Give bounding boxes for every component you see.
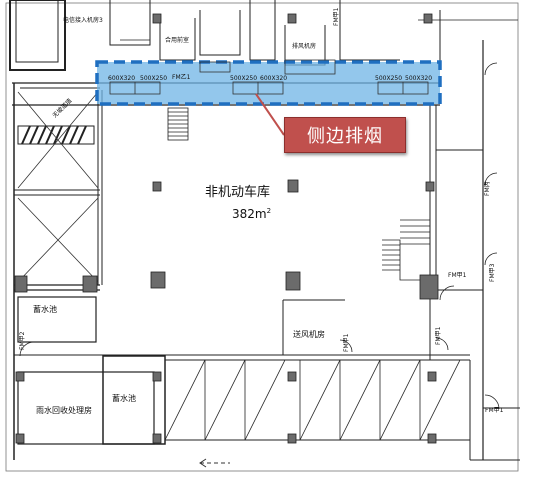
stairs (167, 107, 430, 281)
ramp (17, 91, 99, 283)
supply-fan-room-label: 送风机房 (293, 329, 325, 339)
duct-size-right-2: 500X320 (405, 75, 432, 82)
duct-size-mid-2: 600X320 (260, 75, 287, 82)
cable-room-label: 电信接入机房3 (63, 16, 103, 24)
duct-size-left-2: 500X250 (140, 75, 167, 82)
rain-room-label: 雨水回收处理房 (36, 405, 92, 415)
duct-size-mid-1: 500X250 (230, 75, 257, 82)
callout-leader (255, 93, 285, 136)
hatched-wall (17, 125, 95, 145)
garage-area: 382m2 (232, 207, 271, 221)
door-fm1-e: FM甲1 (485, 407, 504, 414)
door-fm1-c: FM甲1 (343, 333, 350, 352)
smoke-exhaust-zone (95, 60, 442, 106)
callout-text: 侧边排烟 (307, 126, 383, 147)
door-fmz1: FM乙1 (172, 74, 191, 81)
exhaust-fan-room-label: 排风机房 (292, 42, 316, 50)
duct-size-left-1: 600X320 (108, 75, 135, 82)
door-fm3: FM甲3 (489, 263, 496, 282)
door-fmb: FM丙 (484, 181, 491, 196)
callout-side-smoke-exhaust: 侧边排烟 (284, 117, 406, 153)
door-fm1-b: FM甲1 (448, 272, 467, 279)
door-swings (19, 62, 500, 410)
door-fm2: FM甲2 (19, 331, 26, 350)
pool-label-2: 蓄水池 (112, 393, 136, 403)
bike-bays (164, 359, 461, 441)
columns (14, 13, 439, 444)
walls (5, 0, 520, 472)
garage-name: 非机动车库 (205, 184, 270, 200)
duct-size-right-1: 500X250 (375, 75, 402, 82)
ramp-label: 无坡道墙 (51, 97, 74, 120)
pool-label-1: 蓄水池 (33, 304, 57, 314)
door-fm1-d: FM甲1 (435, 326, 442, 345)
door-fm1-a: FM甲1 (333, 7, 340, 26)
ducts (109, 59, 429, 95)
shaft-label: 合用前室 (165, 36, 189, 44)
direction-arrow (199, 458, 230, 468)
